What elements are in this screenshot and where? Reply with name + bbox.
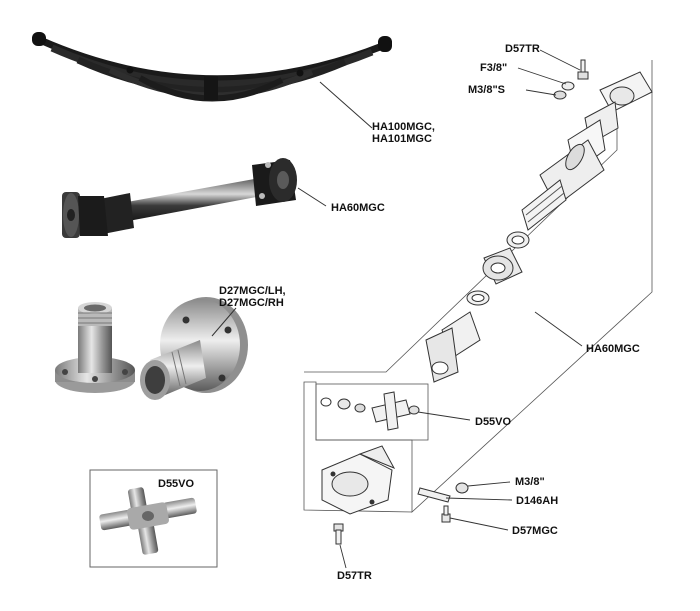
label-hub: D27MGC/LH, D27MGC/RH <box>219 285 286 309</box>
label-line: D27MGC/LH, <box>219 285 286 297</box>
label-bolt-top: D57TR <box>505 43 540 55</box>
leader-lines <box>339 49 583 569</box>
propeller-shaft-image <box>62 158 297 238</box>
leader-line <box>297 187 327 207</box>
label-inset-ujoint: D55VO <box>158 478 195 490</box>
label-nut-top: M3/8"S <box>468 84 506 96</box>
label-ujoint: D55VO <box>475 416 512 428</box>
lock-tab-image <box>417 487 451 503</box>
leader-line <box>211 307 237 337</box>
label-line: HA101MGC <box>372 133 432 145</box>
label-lock-tab: D146AH <box>516 495 559 507</box>
leader-line <box>319 81 373 129</box>
ujoint-parts-image <box>320 391 420 431</box>
label-nut-bottom: M3/8" <box>515 476 545 488</box>
flange-yoke-image <box>321 445 396 515</box>
label-line: D27MGC/RH <box>219 297 284 309</box>
bolt-left-image <box>333 523 344 545</box>
label-leaf-spring: HA100MGC, HA101MGC <box>372 121 435 145</box>
exploded-shaft-image <box>425 71 653 383</box>
ujoint-subbox <box>315 383 429 441</box>
leaf-spring-image <box>32 32 392 102</box>
label-prop-shaft-exploded: HA60MGC <box>586 343 640 355</box>
hub-image-right <box>140 297 248 400</box>
hub-image-left <box>55 302 135 393</box>
bolt-top-image <box>577 59 589 80</box>
label-bolt-bottom: D57MGC <box>512 525 558 537</box>
label-bolt-left: D57TR <box>337 570 372 582</box>
universal-joint-image <box>99 487 197 555</box>
nut-bottom-image <box>455 482 469 494</box>
label-prop-shaft-photo: HA60MGC <box>331 202 385 214</box>
bolt-bottom-image <box>441 505 451 523</box>
label-line: HA100MGC, <box>372 121 435 133</box>
label-washer-top: F3/8" <box>480 62 508 74</box>
